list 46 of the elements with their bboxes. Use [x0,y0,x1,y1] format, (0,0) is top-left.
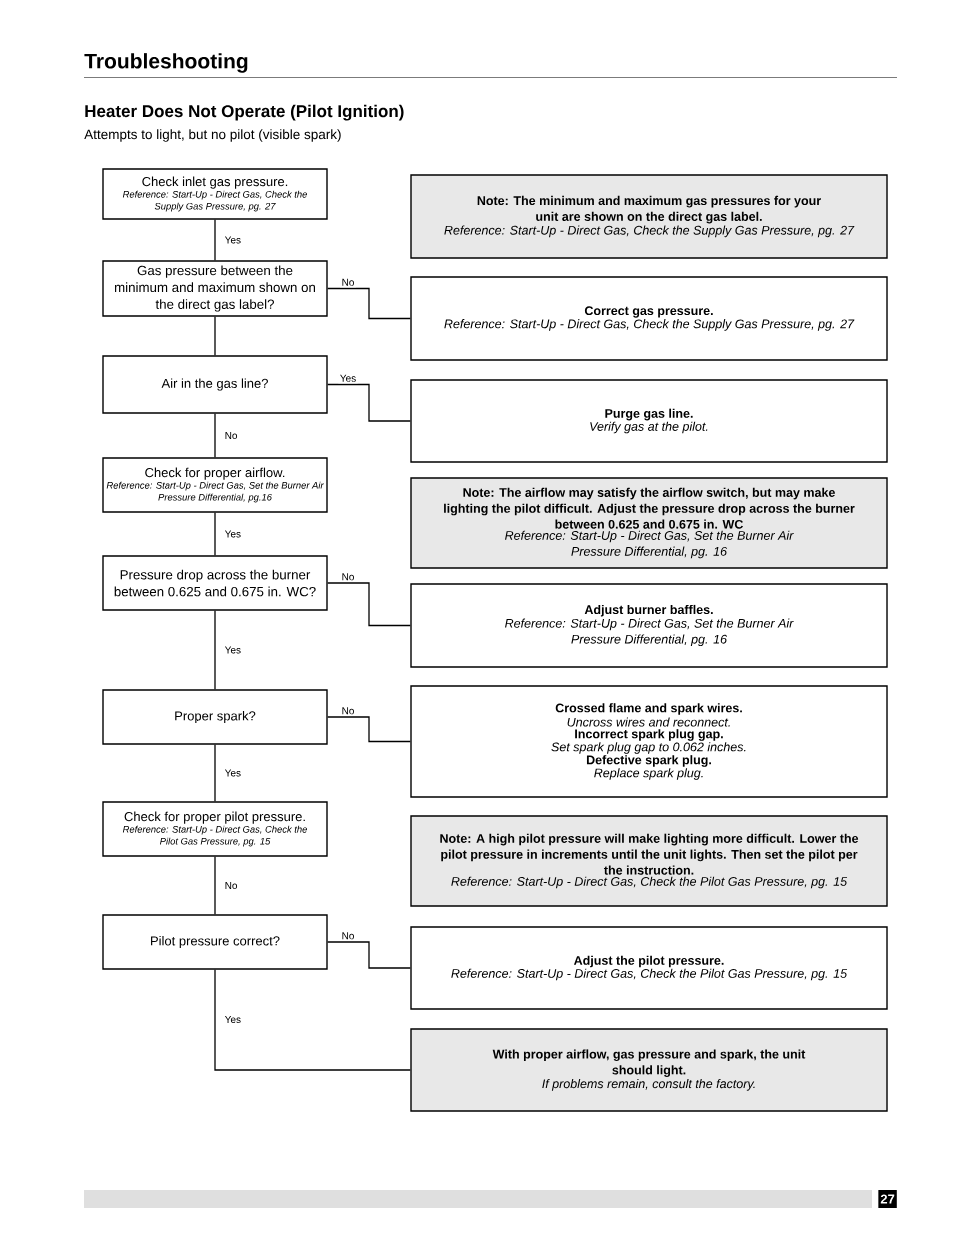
step-box: Check for proper pilot pressure. Reference: Start-Up - Direct Gas, Check the Pilot Gas Pressure, pg. 15 [102,801,328,857]
edge-label: No [223,430,239,441]
connector-line [327,582,411,627]
subtitle: Attempts to light, but no pilot (visible spark) [84,129,341,142]
note-box: Note: The airflow may satisfy the airflow switch, but may make lighting the pilot difficult. Adjust the pressure drop across the burner between 0.625 and 0.675 in. WC Reference: Start-Up - Direct Gas, Set the Burner Air Pressure Differential, pg. 16 [410,477,888,569]
step-box: Check inlet gas pressure. Reference: Start-Up - Direct Gas, Check the Supply Gas Pressure, pg. 27 [102,168,328,220]
edge-label: Yes [223,768,243,778]
connector-line [327,716,411,743]
connector-line [327,287,411,320]
connector-line [327,383,411,422]
step-box: Pressure drop across the burner between 0.625 and 0.675 in. WC? [102,555,328,611]
connector-line [327,941,411,969]
edge-label: Yes [223,1014,243,1025]
edge-label: No [223,880,239,891]
note-box: Note: The minimum and maximum gas pressures for your unit are shown on the direct gas label. Reference: Start-Up - Direct Gas, Check the Supply Gas Pressure, pg. 27 [410,174,888,259]
note-box: With proper airflow, gas pressure and spark, the unit should light. If problems remain, consult the factory. [410,1028,888,1112]
step-box: Crossed flame and spark wires. Uncross wires and reconnect. Incorrect spark plug gap. Set spark plug gap to 0.062 inches. Defective spark plug. Replace spark plug. [410,685,888,798]
step-box: Check for proper airflow. Reference: Start-Up - Direct Gas, Set the Burner Air Pressure Differential, pg.16 [102,457,328,513]
step-box: Pilot pressure correct? [102,914,328,970]
step-box: Adjust the pilot pressure. Reference: Start-Up - Direct Gas, Check the Pilot Gas Pressure, pg. 15 [410,926,888,1010]
connector-line [214,512,216,556]
section-heading: Heater Does Not Operate (Pilot Ignition) [85,104,404,121]
edge-label: Yes [338,373,358,384]
edge-label: Yes [223,529,243,539]
page-number: 27 [878,1190,897,1208]
connector-line [214,744,216,802]
edge-label: Yes [223,645,243,655]
connector-line [214,219,216,261]
connector-line [214,413,216,458]
page-title: Troubleshooting [84,53,248,73]
step-box: Purge gas line. Verify gas at the pilot. [410,379,888,463]
step-box: Adjust burner baffles. Reference: Start-Up - Direct Gas, Set the Burner Air Pressure Differential, pg. 16 [410,583,888,668]
edge-label: No [340,705,356,716]
connector-line [214,610,216,690]
step-box: Correct gas pressure. Reference: Start-Up - Direct Gas, Check the Supply Gas Pressure, pg. 27 [410,276,888,361]
edge-label: No [340,930,356,941]
connector-line [214,969,411,1071]
step-box: Air in the gas line? [102,355,328,414]
step-box: Gas pressure between the minimum and maximum shown on the direct gas label? [102,260,328,317]
connector-line [214,316,216,356]
edge-label: No [340,277,356,288]
step-box: Proper spark? [102,689,328,745]
connector-line [214,856,216,915]
note-box: Note: A high pilot pressure will make lighting more difficult. Lower the pilot pressure in increments until the unit lights. Then set the pilot per the instruction. Reference: Start-Up - Direct Gas, Check the Pilot Gas Pressure, pg. 15 [410,815,888,907]
edge-label: No [340,571,356,582]
edge-label: Yes [223,235,243,245]
